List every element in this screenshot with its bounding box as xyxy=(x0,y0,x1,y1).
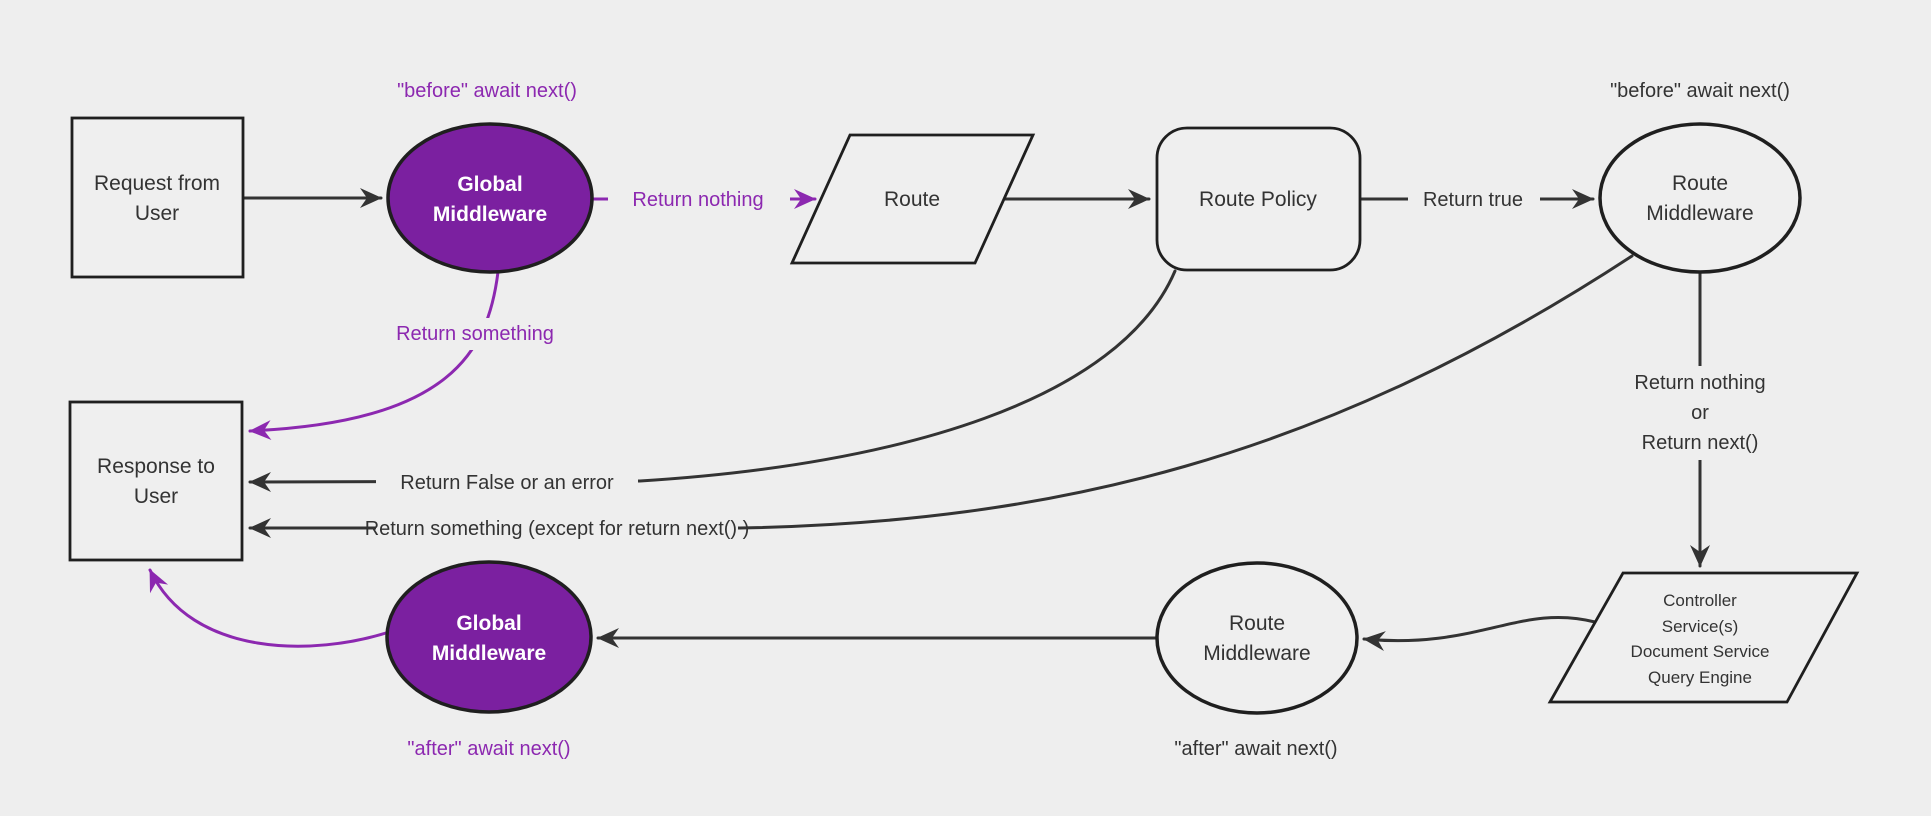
label-before-await-next-route: "before" await next() xyxy=(1610,80,1790,102)
global-middleware-top-node: Global Middleware xyxy=(386,122,594,274)
label-bg xyxy=(1606,366,1796,460)
global-middleware-bottom-label: Global xyxy=(456,612,521,635)
route-policy-box xyxy=(1155,126,1362,272)
global-middleware-top-label: Middleware xyxy=(433,203,547,226)
label-return-false-or-error: Return False or an error xyxy=(400,472,614,494)
controller-services-label: Query Engine xyxy=(1648,668,1752,687)
controller-services-label: Controller xyxy=(1663,591,1737,610)
response-to-user-node: Response to User xyxy=(68,400,244,562)
controller-services-node: Controller Service(s) Document Service Q… xyxy=(1547,571,1860,704)
controller-services-label: Document Service xyxy=(1631,642,1770,661)
label-return-something-except: Return something (except for return next… xyxy=(365,518,750,540)
label-bg xyxy=(608,184,790,214)
route-middleware-top-label: Middleware xyxy=(1646,202,1753,225)
route-parallelogram xyxy=(789,133,1036,265)
label-bg xyxy=(1408,184,1540,214)
controller-services-label: Service(s) xyxy=(1662,617,1739,636)
label-return-something: Return something xyxy=(396,323,554,345)
label-return-nothing: Return nothing xyxy=(632,189,763,211)
route-label: Route xyxy=(884,188,940,211)
global-middleware-top-label: Global xyxy=(457,173,522,196)
label-before-await-next-global: "before" await next() xyxy=(397,80,577,102)
label-bg xyxy=(376,513,738,544)
response-to-user-label: User xyxy=(134,485,178,508)
response-to-user-box xyxy=(68,400,244,562)
route-middleware-bottom-node: Route Middleware xyxy=(1155,561,1359,715)
request-from-user-label: User xyxy=(135,202,179,225)
global-middleware-bottom-node: Global Middleware xyxy=(385,560,593,714)
global-middleware-bottom-ellipse xyxy=(385,560,593,714)
request-from-user-node: Request from User xyxy=(70,116,245,279)
label-return-nothing-or-line2: or xyxy=(1691,402,1709,424)
label-bg xyxy=(376,467,638,498)
global-middleware-bottom-label: Middleware xyxy=(432,642,546,665)
request-from-user-box xyxy=(70,116,245,279)
edge-global-middleware-return-something-to-response xyxy=(248,270,500,441)
route-node: Route xyxy=(789,133,1036,265)
label-return-nothing-or-line1: Return nothing xyxy=(1634,372,1765,394)
route-middleware-bottom-ellipse xyxy=(1155,561,1359,715)
route-middleware-top-ellipse xyxy=(1598,122,1802,274)
route-policy-node: Route Policy xyxy=(1155,126,1362,272)
edge-controller-to-route-middleware-bottom xyxy=(1362,615,1597,651)
route-middleware-top-node: Route Middleware xyxy=(1598,122,1802,274)
label-bg xyxy=(376,318,574,350)
route-middleware-bottom-label: Middleware xyxy=(1203,642,1310,665)
label-after-await-next-global: "after" await next() xyxy=(407,738,570,760)
controller-services-parallelogram xyxy=(1547,571,1860,704)
edge-route-middleware-to-response xyxy=(248,254,1634,538)
label-return-true: Return true xyxy=(1423,189,1523,211)
route-policy-label: Route Policy xyxy=(1199,188,1317,211)
label-after-await-next-route: "after" await next() xyxy=(1174,738,1337,760)
route-middleware-top-label: Route xyxy=(1672,172,1728,195)
request-from-user-label: Request from xyxy=(94,172,220,195)
edge-global-middleware-bottom-to-response xyxy=(148,568,391,648)
route-middleware-bottom-label: Route xyxy=(1229,612,1285,635)
edge-route-policy-to-response xyxy=(248,269,1177,492)
response-to-user-label: Response to xyxy=(97,455,215,478)
global-middleware-top-ellipse xyxy=(386,122,594,274)
label-return-nothing-or-line3: Return next() xyxy=(1642,432,1759,454)
